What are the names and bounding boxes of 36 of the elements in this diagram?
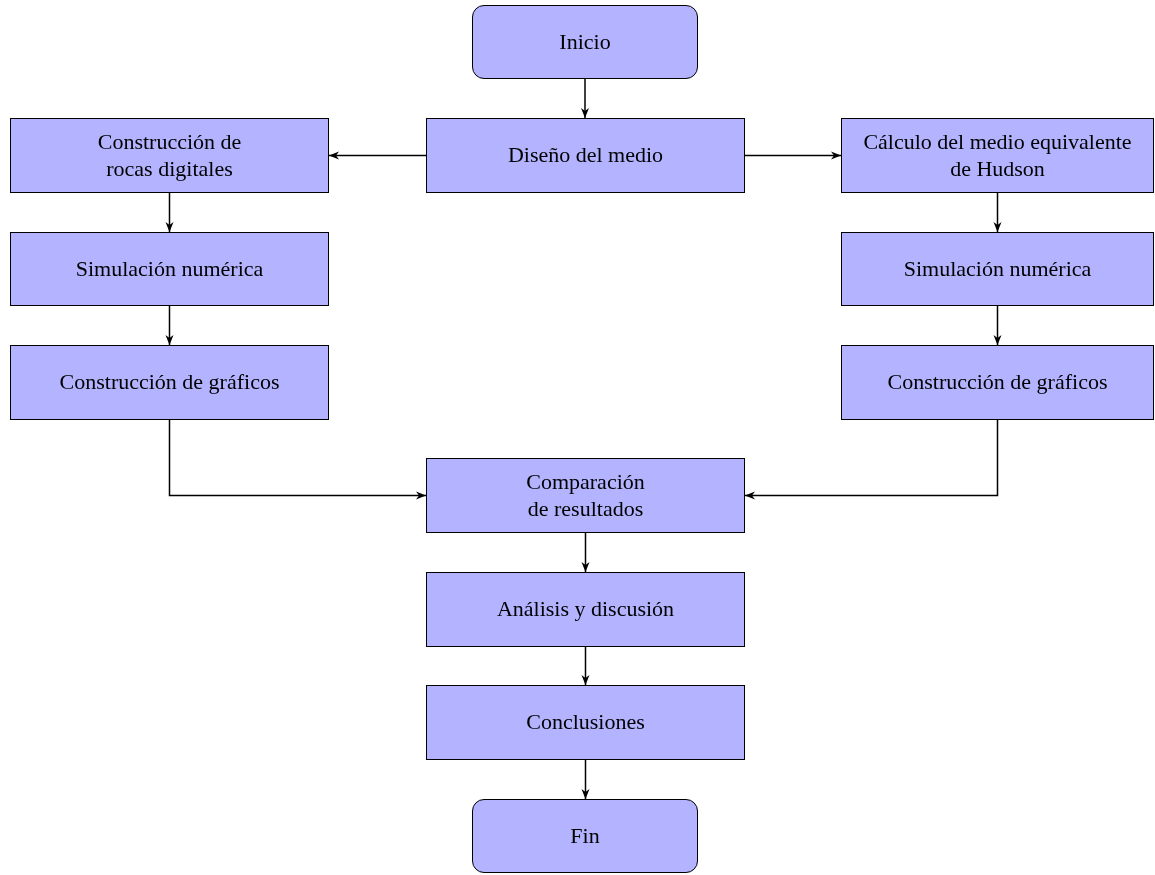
node-label: Construcción de gráficos [887, 369, 1108, 396]
process-box [426, 458, 745, 533]
process-box [841, 118, 1154, 193]
process-box [10, 345, 329, 420]
node-label: Inicio [559, 28, 611, 56]
arrow [165, 192, 174, 233]
process-box [426, 572, 745, 647]
terminal-box [472, 799, 698, 873]
arrow [993, 192, 1002, 233]
node-label: Comparación de resultados [525, 469, 646, 522]
node-label: Cálculo del medio equivalente de Hudson [862, 129, 1133, 182]
arrow [993, 305, 1002, 346]
arrow [581, 78, 589, 119]
node-label: Fin [570, 822, 600, 850]
arrow [165, 305, 174, 346]
arrow [581, 646, 590, 686]
node-label: Análisis y discusión [496, 596, 675, 623]
process-box [841, 232, 1154, 306]
process-box [10, 232, 329, 306]
node-label: Conclusiones [526, 709, 645, 736]
arrow [328, 151, 427, 160]
node-label: Construcción de rocas digitales [96, 129, 243, 182]
arrow [744, 151, 842, 160]
terminal-box [472, 5, 698, 79]
node-label: Construcción de gráficos [59, 369, 280, 396]
node-label: Simulación numérica [75, 255, 264, 283]
arrow [744, 419, 999, 500]
arrow [168, 419, 427, 500]
process-box [10, 118, 329, 193]
arrow [581, 759, 590, 800]
process-box [841, 345, 1154, 420]
node-label: Diseño del medio [507, 142, 664, 169]
arrow [581, 532, 590, 573]
node-label: Simulación numérica [903, 255, 1092, 283]
process-box [426, 685, 745, 760]
process-box [426, 118, 745, 193]
